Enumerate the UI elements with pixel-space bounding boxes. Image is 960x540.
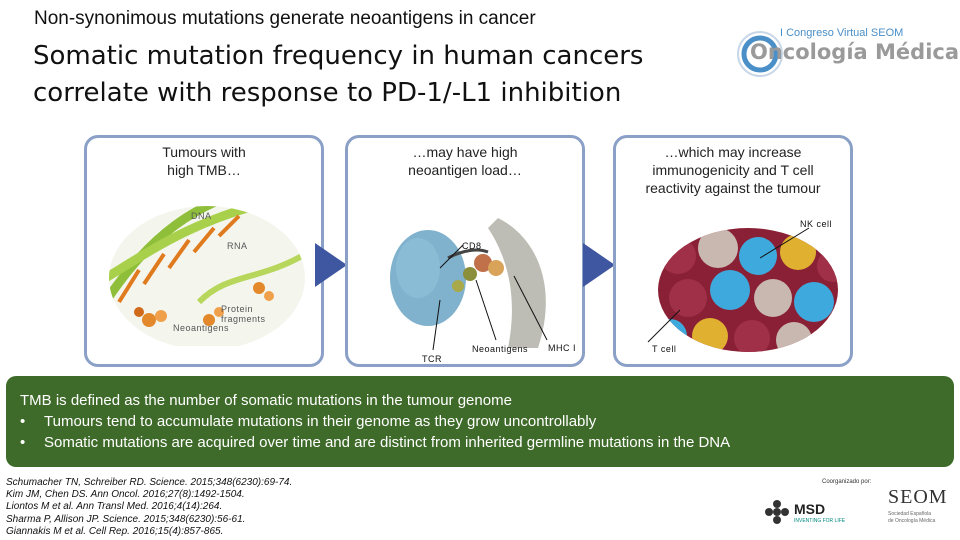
tmb-definition-box: TMB is defined as the number of somatic … (6, 376, 954, 467)
panel-2-caption-line: …may have high (412, 144, 518, 160)
seom-logo-subtext: Sociedad Española (888, 511, 932, 517)
protein-fragments-label-line: fragments (221, 314, 266, 324)
bullet-icon: • (20, 434, 26, 451)
congress-logo: I Congreso Virtual SEOM Oncología Médica (730, 22, 959, 82)
cd8-label: CD8 (462, 241, 482, 251)
bullet-icon: • (20, 413, 26, 430)
reference-item: Giannakis M et al. Cell Rep. 2016;15(4):… (6, 525, 224, 537)
congress-logo-mark-icon (737, 31, 783, 77)
rna-label: RNA (227, 241, 248, 251)
panel-1-caption: Tumours with high TMB… (87, 143, 321, 179)
slide-subtitle: Non-synonimous mutations generate neoant… (34, 8, 536, 29)
panel-2-caption-line: neoantigen load… (408, 162, 522, 178)
protein-fragments-label-line: Protein (221, 304, 254, 314)
dna-rna-neoantigen-illustration (109, 206, 305, 346)
panel-3-caption-line: reactivity against the tumour (645, 180, 821, 196)
tmb-bullet: • Tumours tend to accumulate mutations i… (20, 411, 940, 432)
title-line-2: correlate with response to PD-1/-L1 inhi… (33, 78, 622, 108)
reference-item: Sharma P, Allison JP. Science. 2015;348(… (6, 513, 246, 525)
arrow-right-icon (583, 243, 615, 287)
tmb-heading: TMB is defined as the number of somatic … (20, 392, 512, 409)
panel-1-caption-line: Tumours with (162, 144, 246, 160)
panel-3-caption-line: immunogenicity and T cell (652, 162, 814, 178)
reference-item: Liontos M et al. Ann Transl Med. 2016;4(… (6, 501, 223, 513)
t-cell-label: T cell (652, 344, 677, 354)
title-line-1: Somatic mutation frequency in human canc… (33, 41, 644, 71)
references-list: Schumacher TN, Schreiber RD. Science. 20… (6, 477, 292, 538)
tmb-bullet-text: Tumours tend to accumulate mutations in … (44, 413, 597, 430)
arrow-right-icon (315, 243, 347, 287)
congress-logo-top-text: I Congreso Virtual SEOM (780, 27, 904, 39)
protein-fragments-label: Protein fragments (221, 304, 266, 324)
panel-neoantigen-load: …may have high neoantigen load… CD8 Neoa… (345, 135, 585, 367)
seom-logo-subtext: de Oncología Médica (888, 518, 936, 524)
panel-tumours-high-tmb: Tumours with high TMB… DNA RNA Protein f… (84, 135, 324, 367)
msd-logo-text: MSD (794, 501, 826, 517)
seom-logo: SEOM Sociedad Española de Oncología Médi… (884, 486, 956, 530)
panel-2-caption: …may have high neoantigen load… (348, 143, 582, 179)
dna-label: DNA (191, 211, 212, 221)
immune-cells-illustration (658, 228, 838, 352)
mhc-label: MHC I (548, 343, 576, 353)
msd-logo: MSD INVENTING FOR LIFE (764, 495, 854, 529)
panel-3-caption: …which may increase immunogenicity and T… (616, 143, 850, 197)
sponsor-label: Coorganizado por: (822, 479, 872, 485)
nk-cell-label: NK cell (800, 219, 833, 229)
tmb-bullet: • Somatic mutations are acquired over ti… (20, 432, 940, 453)
msd-logo-mark-icon (765, 500, 789, 524)
tcr-mhc-interaction-illustration (390, 218, 546, 348)
reference-item: Schumacher TN, Schreiber RD. Science. 20… (6, 477, 293, 488)
congress-logo-main-text: Oncología Médica (750, 40, 960, 64)
seom-logo-text: SEOM (888, 486, 948, 508)
reference-item: Kim JM, Chen DS. Ann Oncol. 2016;27(8):1… (6, 489, 245, 501)
tmb-bullet-text: Somatic mutations are acquired over time… (44, 434, 731, 451)
tcr-label: TCR (422, 354, 442, 364)
neoantigens-label: Neoantigens (472, 344, 529, 354)
panel-3-caption-line: …which may increase (664, 144, 802, 160)
neoantigens-label: Neoantigens (173, 323, 230, 333)
msd-logo-subtext: INVENTING FOR LIFE (794, 518, 846, 524)
panel-immunogenicity: …which may increase immunogenicity and T… (613, 135, 853, 367)
slide-title: Somatic mutation frequency in human canc… (33, 38, 643, 112)
panel-1-caption-line: high TMB… (167, 162, 241, 178)
